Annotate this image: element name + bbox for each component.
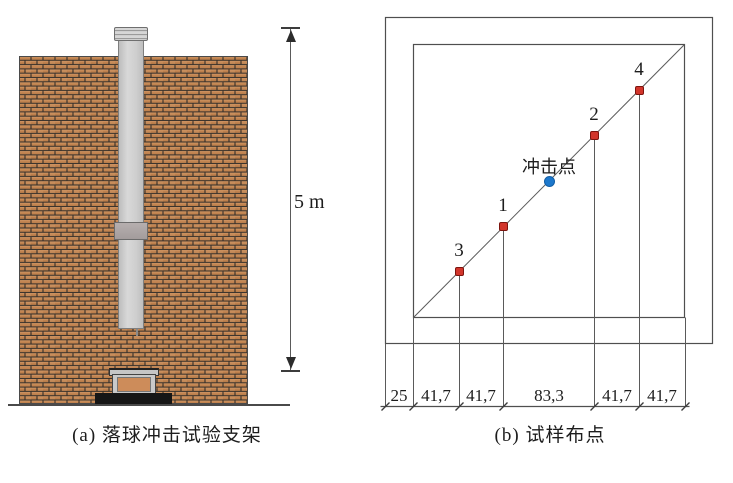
dimension-segment-label: 41,7 <box>647 386 677 405</box>
sample-point-label: 1 <box>498 195 508 216</box>
dimension-segment-label: 41,7 <box>602 386 632 405</box>
ground-line <box>8 404 290 406</box>
sample-point-2 <box>590 131 599 140</box>
arrow-down-icon <box>286 357 296 369</box>
dimension-segment-label: 25 <box>390 386 408 405</box>
sample-point-3 <box>455 267 464 276</box>
height-dimension-label: 5 m <box>294 191 325 213</box>
sample-point-label: 3 <box>454 240 464 261</box>
inner-frame <box>412 43 686 319</box>
sample-point-label: 2 <box>589 104 599 125</box>
sample-point-1 <box>499 222 508 231</box>
outer-frame <box>384 16 714 345</box>
sample-point-4 <box>635 86 644 95</box>
specimen <box>117 377 151 392</box>
tube-outlet-tip <box>136 329 138 336</box>
impact-point-label: 冲击点 <box>522 157 576 177</box>
panel-a-caption: (a) 落球冲击试验支架 <box>72 425 262 446</box>
projection-lines <box>385 90 686 406</box>
panel-b-caption: (b) 试样布点 <box>494 425 606 446</box>
tube-coupling <box>114 222 148 240</box>
sample-point-label: 4 <box>634 59 644 80</box>
tube-cap <box>114 27 148 41</box>
base-plate <box>95 393 172 404</box>
impact-point-marker <box>544 176 555 187</box>
dimension-tick-bottom <box>281 370 300 372</box>
dimension-segment-label: 41,7 <box>421 386 451 405</box>
dimension-segment-label: 83,3 <box>534 386 564 405</box>
specimen-box <box>112 374 156 395</box>
arrow-up-icon <box>286 30 296 42</box>
height-dimension-line <box>290 28 291 371</box>
dimension-tick-top <box>281 27 300 29</box>
drop-tube <box>118 38 144 329</box>
dimension-segment-label: 41,7 <box>466 386 496 405</box>
dimension-tick-marks <box>381 402 690 411</box>
